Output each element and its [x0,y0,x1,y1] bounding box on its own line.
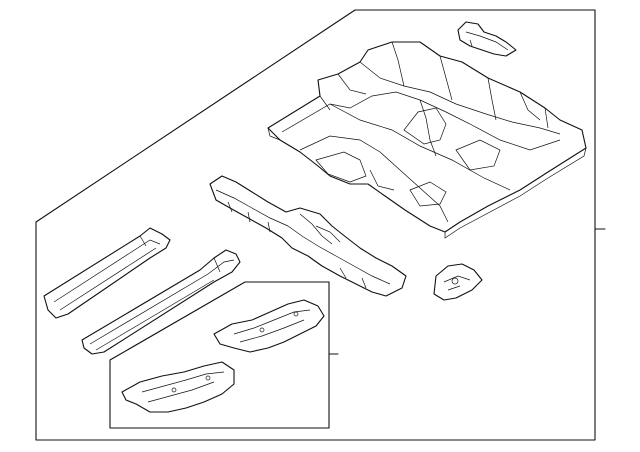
rocker-rail-inner [81,249,241,355]
floor-support-bracket [433,263,483,301]
subassembly-frame [109,281,330,429]
rear-floor-bracket [457,21,517,57]
floor-pan [267,41,587,239]
assembly-frame [35,9,596,441]
center-tunnel-reinforcement [209,175,407,297]
seat-mount-upper [213,299,325,353]
rocker-rail-outer [43,227,171,319]
seat-mount-lower [121,361,235,413]
